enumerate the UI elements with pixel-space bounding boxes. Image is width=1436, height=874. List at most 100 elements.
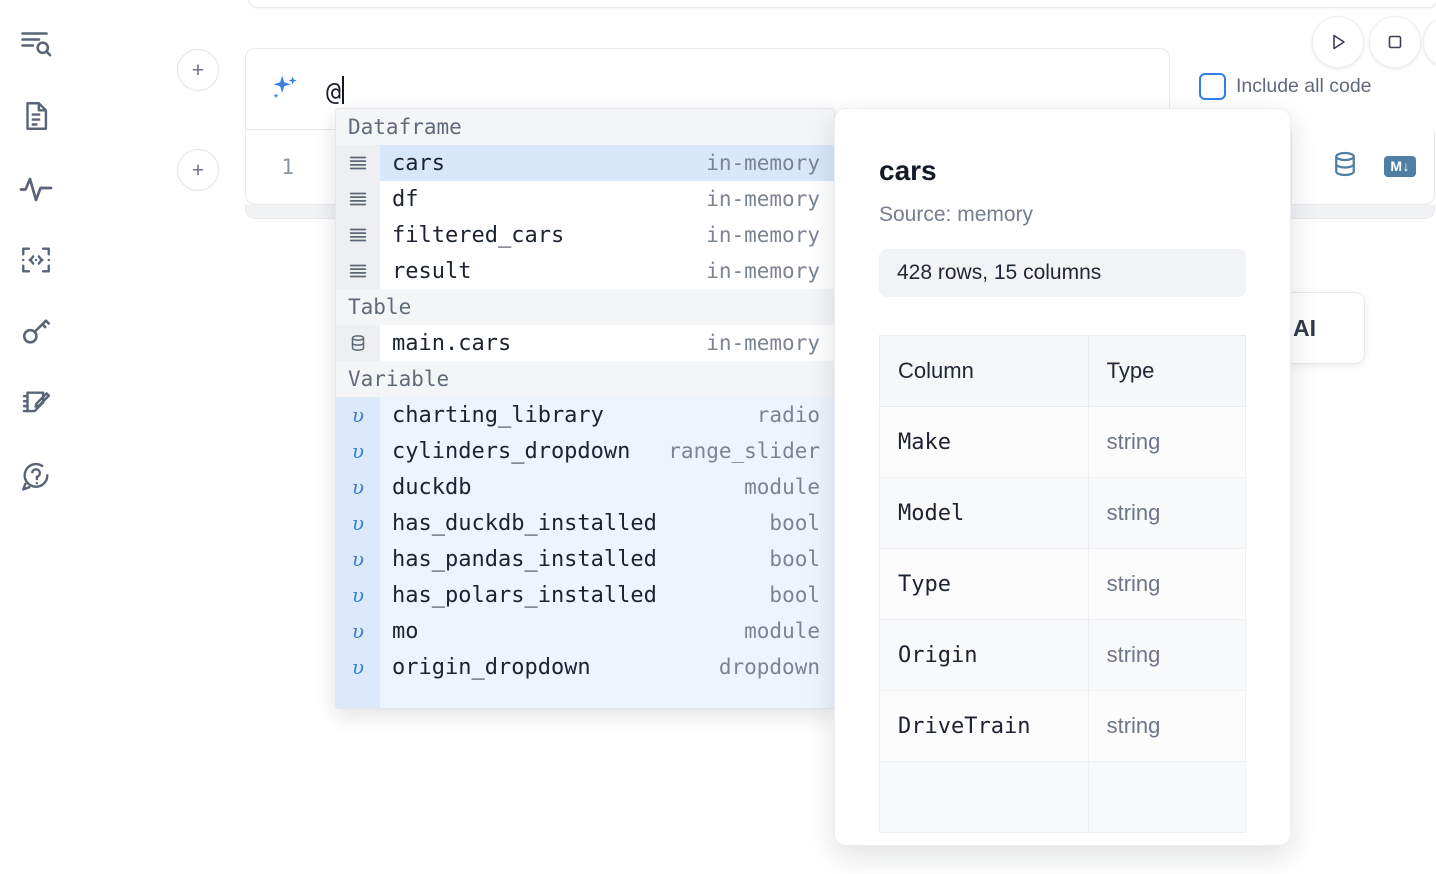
- autocomplete-item-origin-dropdown[interactable]: υ origin_dropdown dropdown: [336, 649, 834, 685]
- mention-autocomplete-dropdown[interactable]: Dataframe cars in-memory df in-memory: [335, 108, 835, 709]
- autocomplete-item-meta: in-memory: [706, 331, 820, 355]
- autocomplete-item-result[interactable]: result in-memory: [336, 253, 834, 289]
- autocomplete-item-label: has_polars_installed: [392, 582, 657, 608]
- key-icon[interactable]: [10, 306, 62, 358]
- cell-column-name: Type: [879, 548, 1089, 620]
- autocomplete-item-label: duckdb: [392, 474, 472, 500]
- activity-pulse-icon[interactable]: [10, 162, 62, 214]
- autocomplete-item-meta: bool: [769, 583, 820, 607]
- ai-prompt-value: @: [326, 77, 342, 106]
- column-header-column: Column: [879, 335, 1089, 407]
- autocomplete-group-header: Variable: [336, 361, 834, 397]
- search-outline-icon[interactable]: [10, 18, 62, 70]
- autocomplete-item-meta: module: [744, 475, 820, 499]
- variable-icon: υ: [336, 541, 380, 577]
- cell-column-type: string: [1087, 548, 1247, 620]
- cell-column-name: Model: [879, 477, 1089, 549]
- autocomplete-item-label: mo: [392, 618, 419, 644]
- autocomplete-item-filtered-cars[interactable]: filtered_cars in-memory: [336, 217, 834, 253]
- dataframe-icon: [336, 181, 380, 217]
- file-text-icon[interactable]: [10, 90, 62, 142]
- variable-icon: υ: [336, 649, 380, 685]
- preview-source: Source: memory: [879, 203, 1034, 226]
- table-row-clipped: [879, 761, 1247, 833]
- include-all-code-label: Include all code: [1236, 75, 1372, 97]
- autocomplete-item-label: has_pandas_installed: [392, 546, 657, 572]
- dataframe-icon: [336, 217, 380, 253]
- notebook-pencil-icon[interactable]: [10, 378, 62, 430]
- table-row: Origin string: [879, 619, 1247, 691]
- ai-prompt-input[interactable]: @: [326, 72, 345, 106]
- autocomplete-item-meta: in-memory: [706, 187, 820, 211]
- autocomplete-item-label: cylinders_dropdown: [392, 438, 631, 464]
- cell-column-name: Make: [879, 406, 1089, 478]
- code-brackets-icon[interactable]: [10, 234, 62, 286]
- autocomplete-item-duckdb[interactable]: υ duckdb module: [336, 469, 834, 505]
- cell-column-type: [1087, 761, 1247, 833]
- cell-column-type: string: [1087, 619, 1247, 691]
- preview-title: cars: [879, 155, 937, 186]
- text-caret: [342, 76, 345, 104]
- autocomplete-item-label: has_duckdb_installed: [392, 510, 657, 536]
- autocomplete-item-meta: in-memory: [706, 151, 820, 175]
- autocomplete-item-main-cars[interactable]: main.cars in-memory: [336, 325, 834, 361]
- dataframe-preview-panel: cars Source: memory 428 rows, 15 columns…: [834, 108, 1291, 846]
- autocomplete-item-label: origin_dropdown: [392, 654, 591, 680]
- autocomplete-item-label: cars: [392, 150, 445, 176]
- stop-button[interactable]: [1369, 16, 1421, 68]
- autocomplete-item-label: filtered_cars: [392, 222, 565, 248]
- cell-column-name: [879, 761, 1089, 833]
- autocomplete-item-label: main.cars: [392, 330, 512, 356]
- line-number: 1: [281, 155, 294, 179]
- autocomplete-item-meta: in-memory: [706, 223, 820, 247]
- cell-type-icons: M↓: [1330, 149, 1416, 184]
- autocomplete-item-charting-library[interactable]: υ charting_library radio: [336, 397, 834, 433]
- autocomplete-item-meta: range_slider: [668, 439, 820, 463]
- autocomplete-item-cylinders-dropdown[interactable]: υ cylinders_dropdown range_slider: [336, 433, 834, 469]
- autocomplete-group-header: Dataframe: [336, 109, 834, 145]
- include-all-code-row[interactable]: Include all code: [1199, 73, 1372, 100]
- database-icon: [336, 325, 380, 361]
- variable-icon: υ: [336, 433, 380, 469]
- variable-icon: υ: [336, 505, 380, 541]
- run-button[interactable]: [1312, 16, 1364, 68]
- autocomplete-item-df[interactable]: df in-memory: [336, 181, 834, 217]
- autocomplete-item-cars[interactable]: cars in-memory: [336, 145, 834, 181]
- variable-icon: υ: [336, 397, 380, 433]
- cell-column-name: DriveTrain: [879, 690, 1089, 762]
- generate-with-ai-label: AI: [1293, 314, 1316, 341]
- autocomplete-item-label: charting_library: [392, 402, 604, 428]
- table-row: Type string: [879, 548, 1247, 620]
- column-header-type: Type: [1087, 335, 1247, 407]
- autocomplete-item-meta: radio: [756, 403, 820, 427]
- cell-divider: [1291, 131, 1292, 205]
- table-row: Make string: [879, 406, 1247, 478]
- autocomplete-item-clipped[interactable]: [336, 685, 834, 708]
- add-cell-below-button[interactable]: +: [177, 149, 219, 191]
- database-icon[interactable]: [1330, 149, 1360, 184]
- previous-cell: [248, 0, 1436, 8]
- sidebar-rail: [0, 0, 72, 874]
- sparkles-icon: [268, 72, 302, 106]
- autocomplete-item-label: df: [392, 186, 419, 212]
- autocomplete-item-meta: module: [744, 619, 820, 643]
- cell-column-type: string: [1087, 406, 1247, 478]
- autocomplete-item-meta: dropdown: [718, 655, 820, 679]
- variable-icon: υ: [336, 469, 380, 505]
- help-chat-icon[interactable]: [10, 450, 62, 502]
- cell-column-type: string: [1087, 690, 1247, 762]
- more-options-button[interactable]: [1423, 16, 1436, 68]
- autocomplete-item-mo[interactable]: υ mo module: [336, 613, 834, 649]
- cell-column-name: Origin: [879, 619, 1089, 691]
- dataframe-icon: [336, 145, 380, 181]
- autocomplete-group-header: Table: [336, 289, 834, 325]
- autocomplete-item-has-duckdb-installed[interactable]: υ has_duckdb_installed bool: [336, 505, 834, 541]
- autocomplete-item-has-pandas-installed[interactable]: υ has_pandas_installed bool: [336, 541, 834, 577]
- variable-icon: υ: [336, 577, 380, 613]
- include-all-code-checkbox[interactable]: [1199, 73, 1226, 100]
- add-cell-above-button[interactable]: +: [177, 49, 219, 91]
- autocomplete-item-has-polars-installed[interactable]: υ has_polars_installed bool: [336, 577, 834, 613]
- autocomplete-item-meta: in-memory: [706, 259, 820, 283]
- markdown-icon[interactable]: M↓: [1384, 156, 1416, 177]
